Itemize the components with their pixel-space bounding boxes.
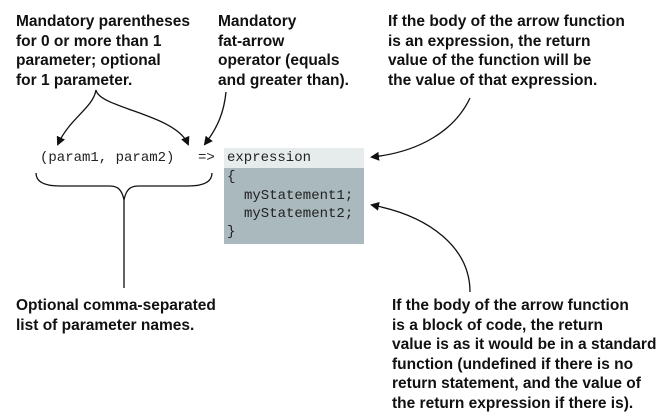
open-paren-arrow (56, 89, 97, 146)
params-note: Mandatory parentheses for 0 or more than… (16, 13, 190, 89)
fat-arrow-code: => (198, 150, 215, 166)
fat-arrow-pointer (203, 91, 227, 146)
statement1-code: myStatement1; (244, 188, 354, 204)
statement2-code: myStatement2; (244, 206, 354, 222)
block-note: If the body of the arrow function is a b… (392, 297, 657, 412)
expression-note: If the body of the arrow function is an … (388, 13, 625, 89)
params-code: (param1, param2) (40, 150, 175, 166)
expression-code: expression (227, 150, 312, 166)
param-list-brace (35, 172, 213, 201)
block-pointer (370, 201, 471, 293)
expression-body-highlight (224, 148, 364, 168)
operator-note: Mandatory fat-arrow operator (equals and… (218, 13, 349, 89)
close-brace-code: } (227, 224, 236, 240)
expression-pointer (370, 97, 471, 161)
param-names-note: Optional comma-separated list of paramet… (16, 297, 216, 334)
block-body-highlight (224, 168, 364, 244)
close-paren-arrow (95, 89, 190, 146)
open-brace-code: { (227, 169, 236, 185)
